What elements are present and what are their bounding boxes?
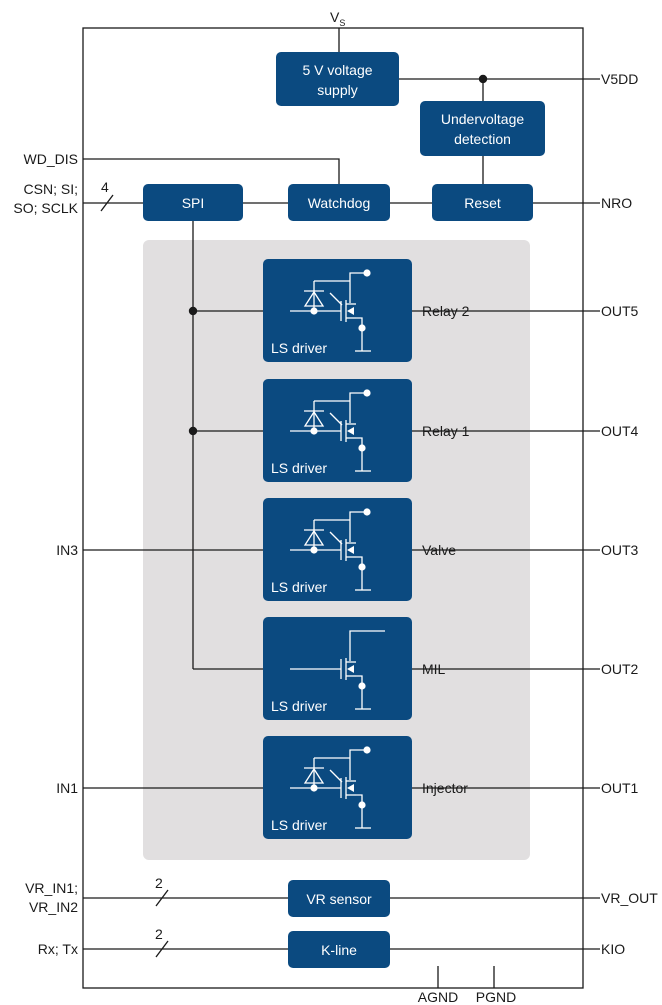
driver-3: LS driver Valve OUT3 [83, 498, 639, 601]
pin-vr-in1: VR_IN1; [25, 880, 78, 896]
driver-1: LS driver Relay 2 OUT5 [193, 259, 639, 362]
vr-sensor-block [288, 880, 390, 917]
driver-4: LS driver MIL OUT2 [263, 617, 639, 720]
voltage-supply-label-2: supply [317, 82, 357, 98]
reset-label: Reset [464, 195, 501, 211]
mosfet-diode-icon [290, 389, 371, 472]
pin-spi-1: CSN; SI; [24, 181, 78, 197]
undervoltage-label-1: Undervoltage [441, 111, 524, 127]
reset-block [432, 184, 533, 221]
k-bus-width: 2 [155, 926, 163, 942]
mosfet-diode-icon [290, 269, 371, 352]
spi-bus-width: 4 [101, 179, 109, 195]
pin-vr-in2: VR_IN2 [29, 899, 78, 915]
pin-output: OUT4 [601, 423, 639, 439]
pin-kio: KIO [601, 941, 625, 957]
mosfet-diode-icon [290, 508, 371, 591]
driver-type-label: LS driver [271, 698, 327, 714]
pin-rx-tx: Rx; Tx [38, 941, 78, 957]
vr-bus-width: 2 [155, 875, 163, 891]
pin-wd-dis: WD_DIS [24, 151, 78, 167]
spi-block [143, 184, 243, 221]
mosfet-diode-icon [290, 746, 371, 829]
pin-nro: NRO [601, 195, 632, 211]
pin-in3: IN3 [56, 542, 78, 558]
pin-agnd: AGND [418, 989, 458, 1005]
driver-type-label: LS driver [271, 579, 327, 595]
driver-5: LS driver Injector OUT1 [83, 736, 639, 839]
load-name: Relay 1 [422, 423, 470, 439]
undervoltage-label-2: detection [454, 131, 511, 147]
driver-type-label: LS driver [271, 460, 327, 476]
watchdog-block [288, 184, 390, 221]
load-name: MIL [422, 661, 446, 677]
voltage-supply-block [276, 52, 399, 106]
chip-outline [82, 27, 584, 989]
pin-pgnd: PGND [476, 989, 516, 1005]
pin-output: OUT1 [601, 780, 639, 796]
undervoltage-block [420, 101, 545, 156]
k-line-label: K-line [321, 942, 357, 958]
pin-in1: IN1 [56, 780, 78, 796]
load-name: Injector [422, 780, 468, 796]
load-name: Relay 2 [422, 303, 470, 319]
pin-v5dd: V5DD [601, 71, 638, 87]
mosfet-icon [290, 630, 385, 710]
k-line-block [288, 931, 390, 968]
pin-spi-2: SO; SCLK [13, 200, 78, 216]
driver-2: LS driver Relay 1 OUT4 [193, 379, 639, 482]
pin-vr-out: VR_OUT [601, 890, 658, 906]
vr-sensor-label: VR sensor [306, 891, 372, 907]
driver-type-label: LS driver [271, 817, 327, 833]
vs-label: VS [330, 9, 345, 28]
pin-output: OUT2 [601, 661, 639, 677]
pin-output: OUT3 [601, 542, 639, 558]
watchdog-label: Watchdog [308, 195, 371, 211]
voltage-supply-label-1: 5 V voltage [302, 62, 372, 78]
driver-type-label: LS driver [271, 340, 327, 356]
pin-output: OUT5 [601, 303, 639, 319]
spi-label: SPI [182, 195, 205, 211]
load-name: Valve [422, 542, 456, 558]
